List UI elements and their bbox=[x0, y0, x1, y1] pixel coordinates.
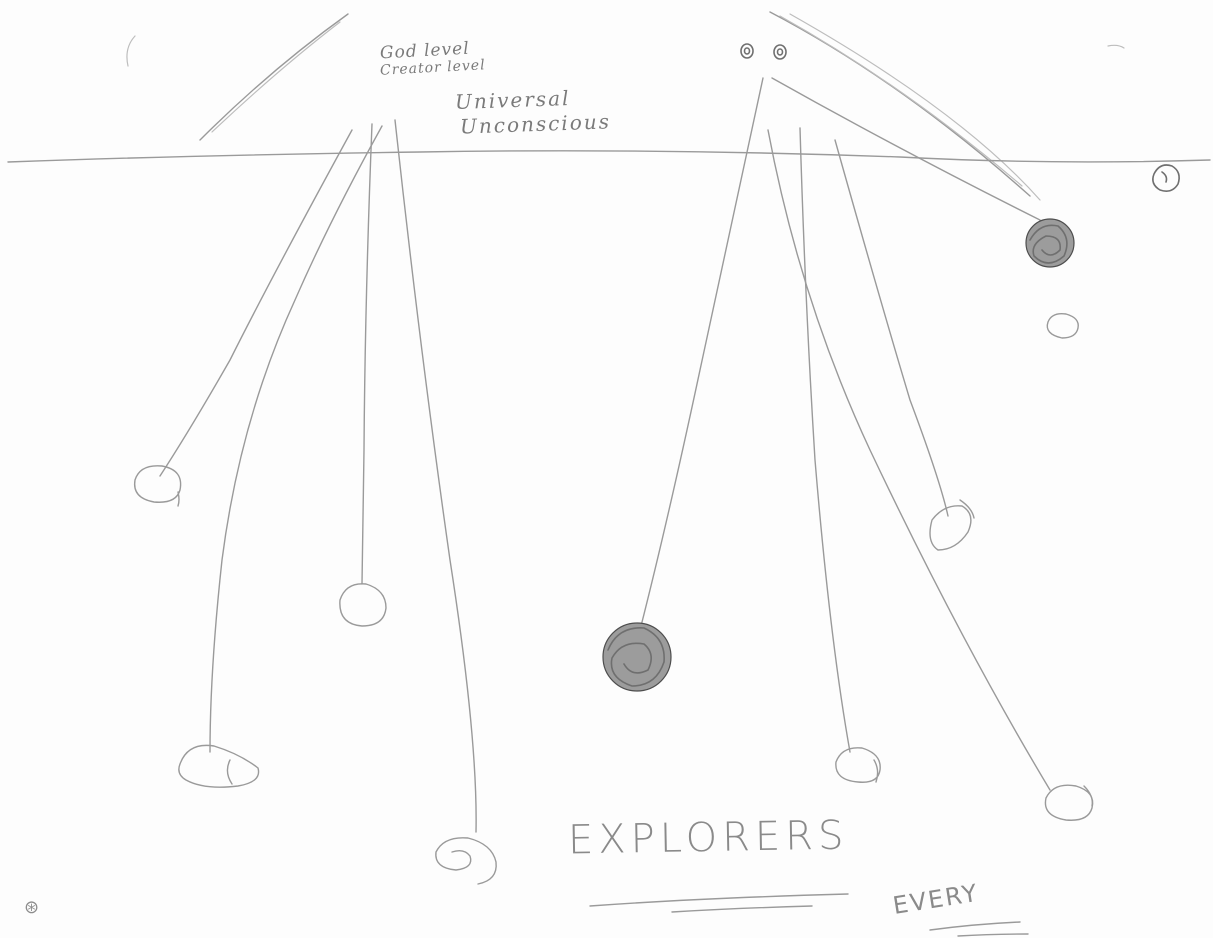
sky-stroke-left-2 bbox=[212, 22, 340, 132]
string-right-3 bbox=[800, 128, 850, 752]
bob-far-right bbox=[1153, 165, 1179, 191]
eye-left-inner bbox=[745, 48, 750, 54]
string-right-5 bbox=[772, 78, 1040, 220]
bob-right-1 bbox=[930, 500, 974, 550]
string-right-4 bbox=[835, 140, 948, 516]
bob-right-3 bbox=[1045, 785, 1092, 820]
bob-left-1 bbox=[135, 466, 181, 506]
string-left-1 bbox=[160, 130, 352, 476]
string-right-2 bbox=[768, 130, 1050, 790]
underline-explorers-2 bbox=[672, 906, 812, 912]
string-left-4 bbox=[395, 120, 476, 832]
label-explorers: EXPLORERS bbox=[568, 816, 849, 861]
underline-every-2 bbox=[958, 934, 1028, 936]
corner-mark-icon: ⊛ bbox=[24, 897, 39, 918]
eye-right-inner bbox=[778, 49, 783, 55]
sky-stroke-right bbox=[770, 12, 1030, 196]
stray-mark-topright bbox=[1108, 45, 1124, 48]
string-left-3 bbox=[362, 124, 372, 584]
bob-left-2 bbox=[340, 584, 386, 626]
horizon-line bbox=[8, 151, 1210, 162]
string-left-2 bbox=[210, 126, 382, 752]
eye-right bbox=[774, 45, 786, 59]
bob-left-4 bbox=[436, 838, 496, 884]
underline-explorers-1 bbox=[590, 894, 848, 906]
string-right-1 bbox=[640, 78, 763, 630]
bob-right-2 bbox=[836, 748, 880, 782]
label-universal: Universal bbox=[455, 88, 571, 112]
stray-mark-topleft bbox=[127, 36, 135, 66]
bob-right-4 bbox=[1047, 314, 1078, 338]
eye-left bbox=[741, 44, 753, 58]
bob-left-3 bbox=[179, 745, 259, 787]
underline-every-1 bbox=[930, 922, 1020, 930]
label-unconscious: Unconscious bbox=[460, 111, 612, 136]
